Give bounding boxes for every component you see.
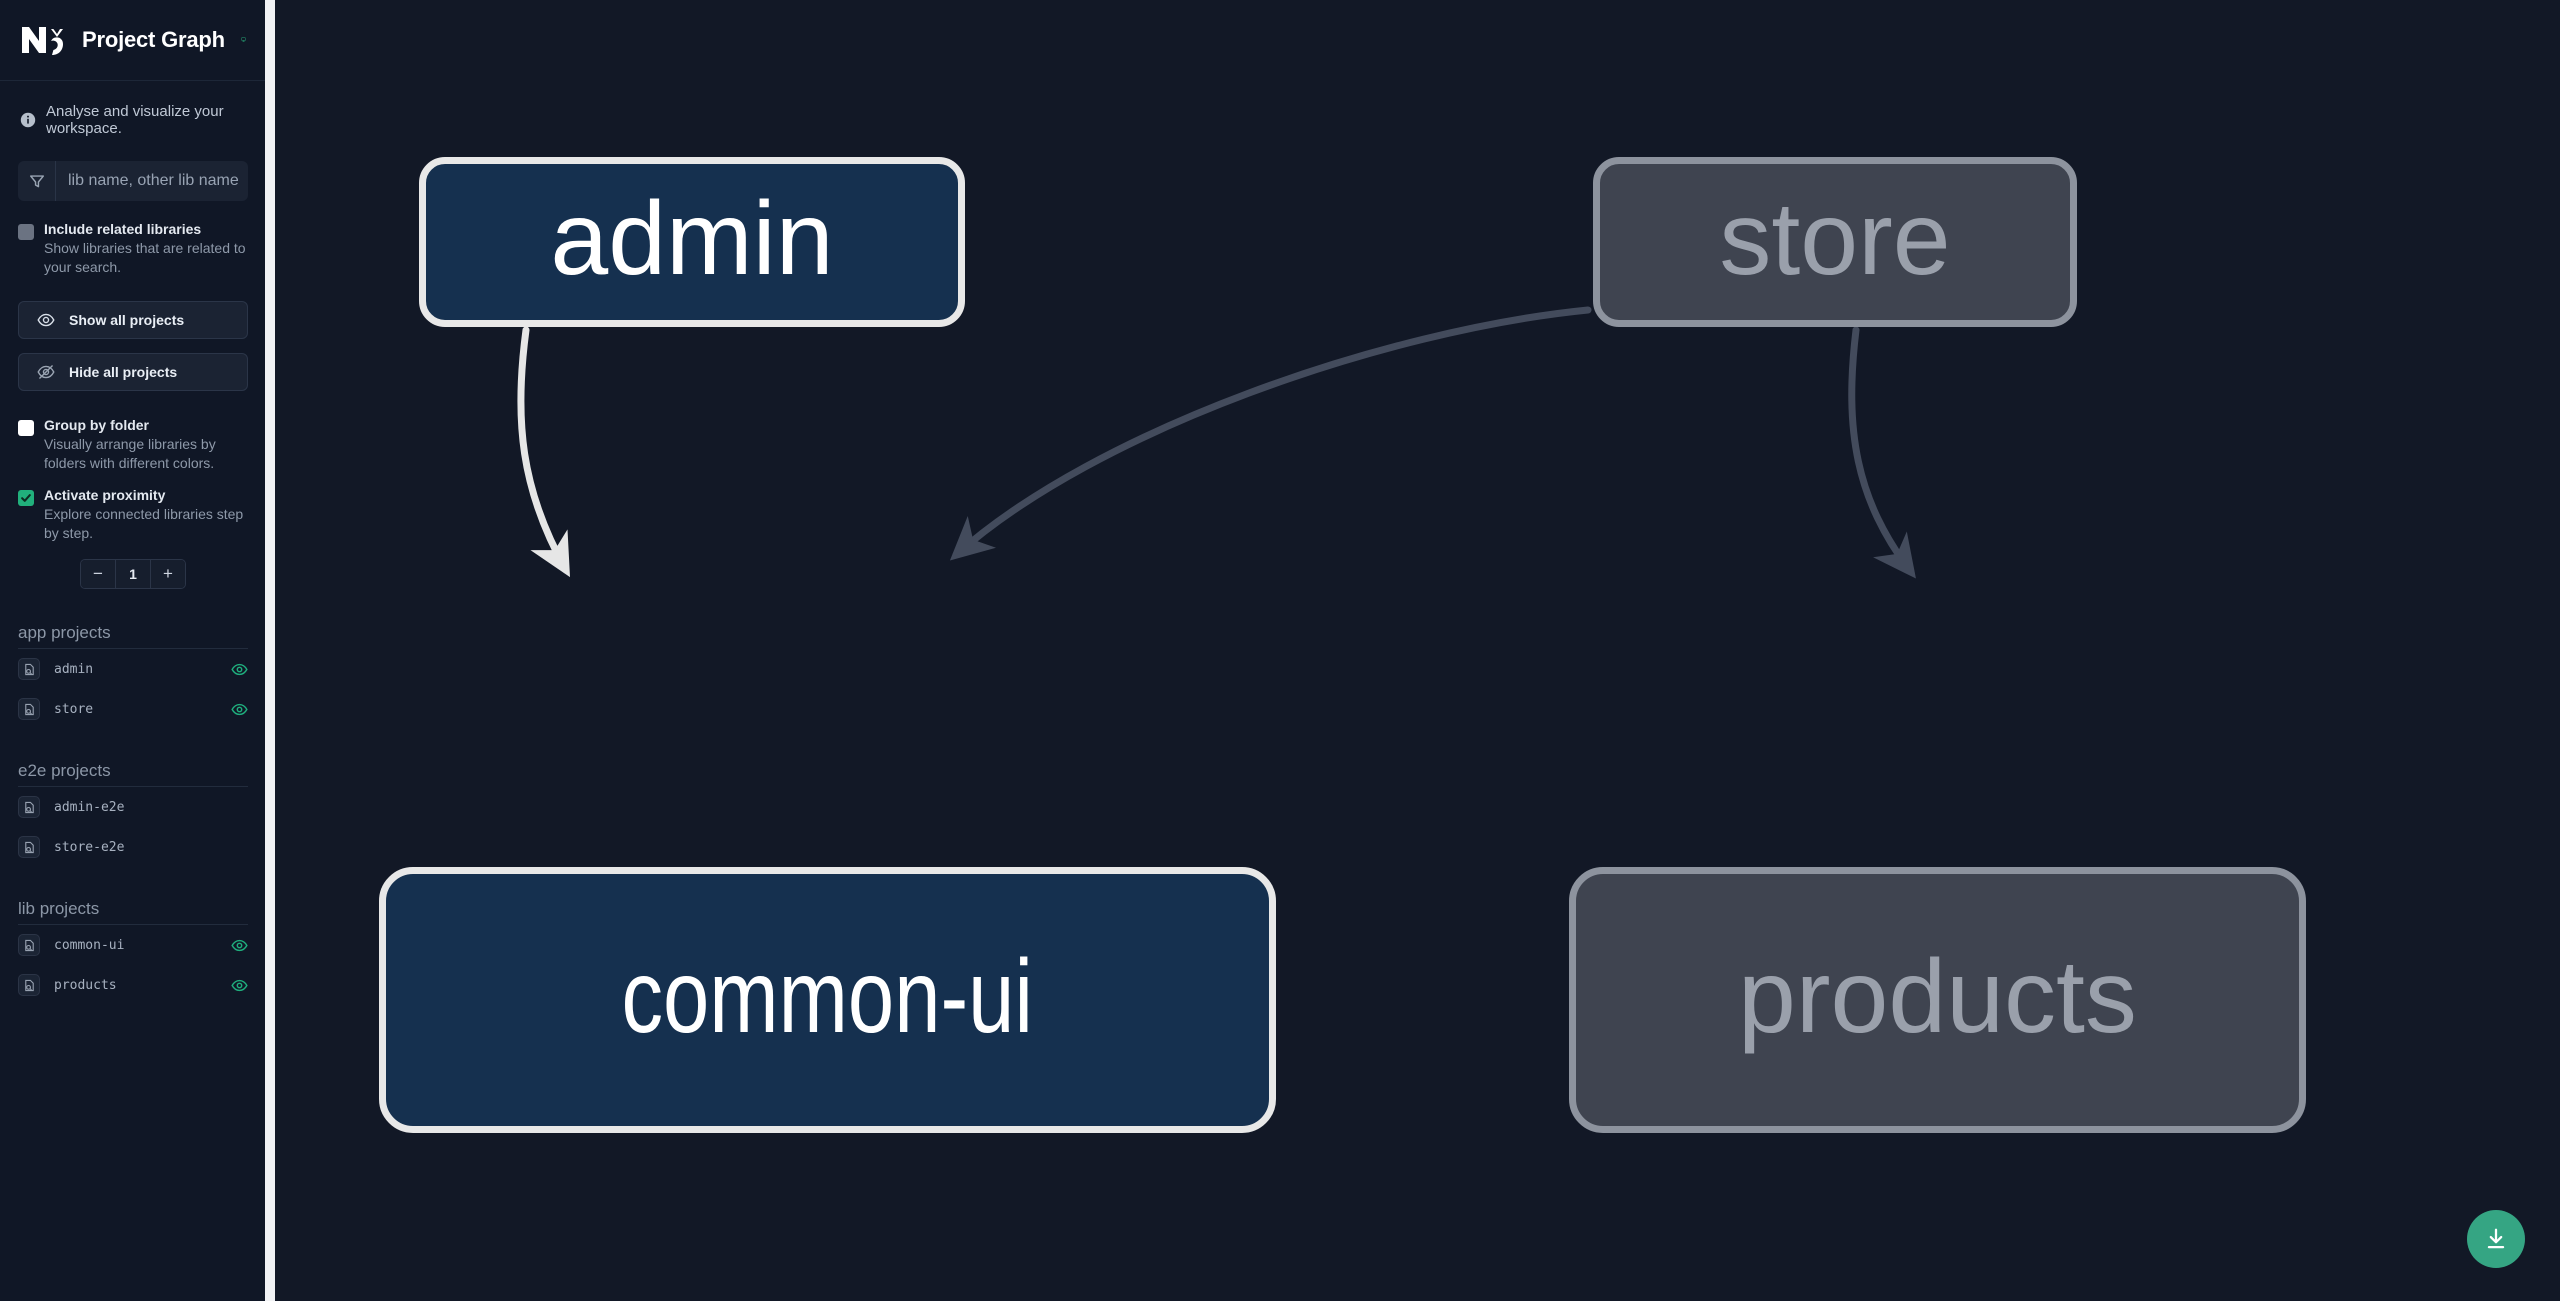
option-label: Activate proximity [44, 487, 166, 503]
project-name: store [54, 701, 94, 717]
option-label: Group by folder [44, 417, 149, 433]
group-title-app-projects: app projects [18, 623, 248, 649]
option-label: Include related libraries [44, 221, 202, 237]
project-row-products[interactable]: products [18, 965, 248, 1005]
project-file-icon [18, 934, 40, 956]
hide-all-projects-label: Hide all projects [69, 364, 178, 380]
graph-node-label: products [1738, 939, 2137, 1055]
edge-store-to-products [1848, 326, 1916, 579]
search-input[interactable] [56, 161, 248, 201]
page-title: Project Graph [82, 27, 225, 52]
project-name: products [54, 977, 117, 993]
show-all-projects-label: Show all projects [69, 312, 185, 328]
project-file-icon [18, 698, 40, 720]
project-name: common-ui [54, 937, 125, 953]
project-name: admin [54, 661, 94, 677]
project-row-store-e2e[interactable]: store-e2e [18, 827, 248, 867]
proximity-stepper[interactable]: − 1 + [80, 559, 186, 589]
project-file-icon [18, 836, 40, 858]
group-title-e2e-projects: e2e projects [18, 761, 248, 787]
project-file-icon [18, 974, 40, 996]
project-row-admin[interactable]: admin [18, 649, 248, 689]
proximity-decrement-button[interactable]: − [81, 560, 116, 588]
project-row-common-ui[interactable]: common-ui [18, 925, 248, 965]
graph-node-store[interactable]: store [1593, 157, 2077, 327]
graph-canvas[interactable]: admin store common-ui products [266, 0, 2560, 1301]
hide-all-projects-button[interactable]: Hide all projects [18, 353, 248, 391]
graph-node-label: common-ui [621, 939, 1034, 1055]
group-title-lib-projects: lib projects [18, 899, 248, 925]
project-name: admin-e2e [54, 799, 125, 815]
option-include-related-libraries[interactable]: Include related libraries Show libraries… [0, 201, 266, 277]
project-visibility-eye-icon[interactable] [231, 977, 248, 994]
option-activate-proximity[interactable]: Activate proximity Explore connected lib… [0, 473, 266, 543]
graph-edges [517, 306, 1916, 579]
option-description: Show libraries that are related to your … [44, 240, 246, 275]
graph-node-products[interactable]: products [1569, 867, 2306, 1133]
option-description: Explore connected libraries step by step… [44, 506, 244, 541]
proximity-increment-button[interactable]: + [150, 560, 185, 588]
edge-admin-to-common-ui [517, 326, 571, 578]
download-graph-button[interactable] [2467, 1210, 2525, 1268]
eye-off-icon [37, 364, 55, 380]
nx-logo-icon [20, 23, 66, 57]
graph-node-common-ui[interactable]: common-ui [379, 867, 1276, 1133]
check-icon [21, 494, 31, 502]
include-related-libraries-checkbox[interactable] [18, 224, 34, 240]
eye-icon [37, 313, 55, 327]
project-visibility-eye-icon[interactable] [231, 701, 248, 718]
graph-node-label: store [1719, 181, 1951, 297]
project-row-admin-e2e[interactable]: admin-e2e [18, 787, 248, 827]
project-visibility-eye-icon[interactable] [231, 937, 248, 954]
sidebar-scrollbar[interactable] [265, 0, 275, 1301]
group-by-folder-checkbox[interactable] [18, 420, 34, 436]
project-row-store[interactable]: store [18, 689, 248, 729]
project-name: store-e2e [54, 839, 125, 855]
info-icon [20, 112, 36, 128]
search-box[interactable] [18, 161, 248, 201]
monitor-icon[interactable] [241, 29, 246, 51]
tagline: Analyse and visualize your workspace. [0, 81, 266, 137]
graph-node-label: admin [550, 181, 834, 297]
tagline-text: Analyse and visualize your workspace. [46, 103, 224, 137]
proximity-value: 1 [116, 560, 150, 588]
funnel-icon [18, 161, 56, 201]
edge-store-to-common-ui [949, 306, 1592, 561]
project-file-icon [18, 658, 40, 680]
option-group-by-folder[interactable]: Group by folder Visually arrange librari… [0, 391, 266, 473]
download-icon [2487, 1228, 2505, 1249]
activate-proximity-checkbox[interactable] [18, 490, 34, 506]
project-list: app projects admin store e2e proj [0, 623, 266, 1005]
show-all-projects-button[interactable]: Show all projects [18, 301, 248, 339]
graph-node-admin[interactable]: admin [419, 157, 965, 327]
option-description: Visually arrange libraries by folders wi… [44, 436, 216, 471]
project-visibility-eye-icon[interactable] [231, 661, 248, 678]
sidebar: Project Graph Analyse and visualize your… [0, 0, 275, 1301]
project-file-icon [18, 796, 40, 818]
sidebar-header: Project Graph [0, 0, 266, 81]
